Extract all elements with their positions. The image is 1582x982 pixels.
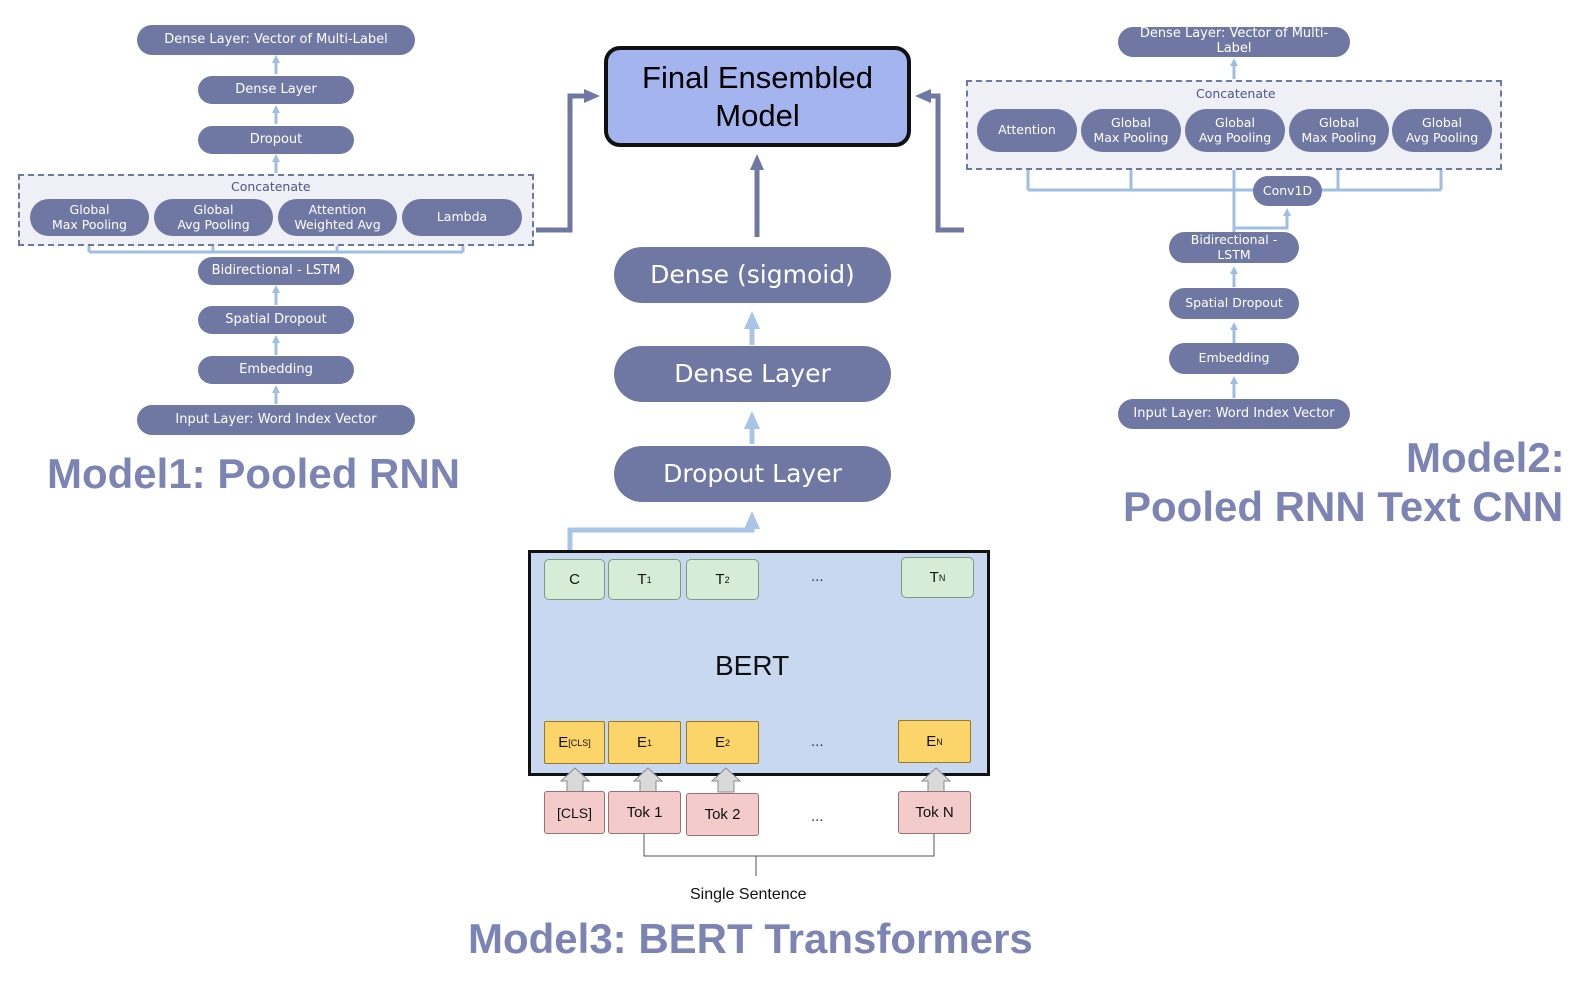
- token-2-label: Tok 2: [704, 806, 741, 823]
- bert-output-t1-sub: 1: [646, 574, 652, 585]
- token-1-label: Tok 1: [626, 804, 663, 821]
- bert-embedding-e1-label: E: [636, 734, 647, 751]
- model2-global-max-pooling-node-1: Global Max Pooling: [1081, 109, 1181, 152]
- bert-output-ellipsis: ...: [811, 568, 824, 585]
- model2-embedding-node: Embedding: [1169, 343, 1299, 374]
- model1-connectors: [85, 55, 467, 404]
- token-cls-label: [CLS]: [556, 804, 592, 821]
- model1-attention-weighted-avg-node: Attention Weighted Avg: [278, 199, 397, 236]
- model2-global-max-pooling-node-2: Global Max Pooling: [1289, 109, 1389, 152]
- bert-output-t2-sub: 2: [724, 574, 730, 585]
- model1-dense-multilabel-node: Dense Layer: Vector of Multi-Label: [137, 25, 415, 55]
- bert-output-c: C: [544, 559, 605, 600]
- model3-dropout-node: Dropout Layer: [614, 446, 891, 502]
- model2-bilstm-node: Bidirectional - LSTM: [1169, 232, 1299, 263]
- bert-embedding-e1-sub: 1: [647, 737, 653, 748]
- bert-embedding-ellipsis: ...: [811, 733, 824, 750]
- bert-embedding-cls: E[CLS]: [544, 721, 605, 764]
- model2-spatial-dropout-node: Spatial Dropout: [1169, 288, 1299, 319]
- token-n-label: Tok N: [915, 804, 954, 821]
- model3-dense-node: Dense Layer: [614, 346, 891, 402]
- final-model-line2: Model: [715, 97, 800, 133]
- model2-global-avg-pooling-node-2: Global Avg Pooling: [1392, 109, 1492, 152]
- bert-output-c-label: C: [569, 571, 580, 588]
- token-ellipsis: ...: [811, 808, 824, 825]
- bert-output-t1-label: T: [637, 571, 647, 588]
- model1-global-avg-pooling-node: Global Avg Pooling: [154, 199, 273, 236]
- bert-output-tn-label: T: [929, 569, 939, 586]
- model2-concatenate-label: Concatenate: [1196, 86, 1276, 101]
- sentence-bracket: [643, 833, 935, 857]
- model3-connectors: [567, 311, 760, 560]
- model1-input-node: Input Layer: Word Index Vector: [137, 405, 415, 435]
- model2-attention-node: Attention: [977, 109, 1077, 152]
- model1-concatenate-label: Concatenate: [231, 179, 311, 194]
- model1-dropout-node: Dropout: [198, 126, 354, 154]
- bert-embedding-cls-sub: [CLS]: [568, 737, 591, 748]
- model1-title: Model1: Pooled RNN: [47, 450, 461, 497]
- model2-input-node: Input Layer: Word Index Vector: [1118, 399, 1350, 429]
- model2-title-line1: Model2:: [1406, 434, 1565, 481]
- bert-embedding-en-label: E: [926, 733, 937, 750]
- bert-output-t2-label: T: [715, 571, 725, 588]
- model1-global-max-pooling-node: Global Max Pooling: [30, 199, 149, 236]
- token-arrow-2: [710, 767, 742, 793]
- token-arrow-n: [920, 767, 952, 793]
- model3-title: Model3: BERT Transformers: [468, 915, 1033, 962]
- model3-dense-sigmoid-node: Dense (sigmoid): [614, 247, 891, 303]
- ensemble-connectors: [536, 89, 964, 237]
- bert-output-tn-sub: N: [938, 572, 946, 583]
- model2-dense-multilabel-node: Dense Layer: Vector of Multi-Label: [1118, 26, 1350, 57]
- final-model-line1: Final Ensembled: [642, 60, 873, 96]
- token-arrow-cls: [559, 767, 591, 793]
- token-1: Tok 1: [608, 791, 681, 834]
- bert-embedding-en-sub: N: [936, 736, 943, 747]
- model1-lambda-node: Lambda: [402, 199, 522, 236]
- model1-spatial-dropout-node: Spatial Dropout: [198, 306, 354, 334]
- bert-embedding-e2-sub: 2: [725, 737, 731, 748]
- model1-bilstm-node: Bidirectional - LSTM: [198, 257, 354, 285]
- token-cls: [CLS]: [544, 791, 605, 834]
- single-sentence-label: Single Sentence: [690, 886, 807, 903]
- token-n: Tok N: [898, 791, 971, 834]
- model2-title-line2: Pooled RNN Text CNN: [1123, 483, 1564, 530]
- bert-embedding-cls-label: E: [558, 734, 569, 751]
- bert-embedding-e2-label: E: [714, 734, 725, 751]
- token-2: Tok 2: [686, 793, 759, 836]
- token-arrow-1: [632, 767, 664, 793]
- model1-dense-node: Dense Layer: [198, 76, 354, 104]
- model2-global-avg-pooling-node-1: Global Avg Pooling: [1185, 109, 1285, 152]
- model2-conv1d-node: Conv1D: [1253, 176, 1322, 206]
- model1-embedding-node: Embedding: [198, 356, 354, 384]
- bert-label: BERT: [715, 650, 790, 681]
